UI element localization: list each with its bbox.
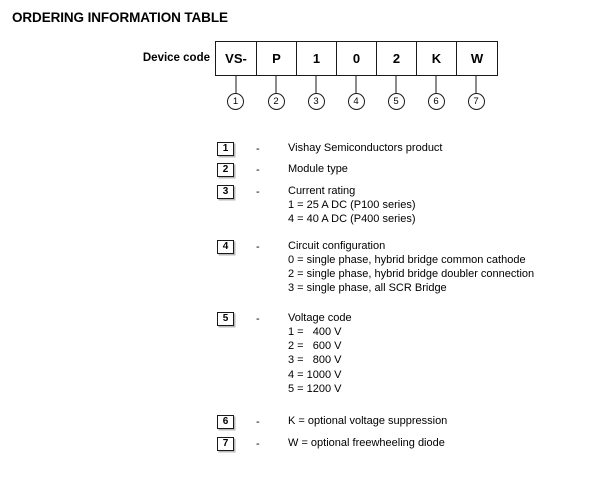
legend-sub-item: 4 = 40 A DC (P400 series) <box>288 213 416 226</box>
legend-sublist-5: 1 = 400 V 2 = 600 V 3 = 800 V 4 = 1000 V… <box>288 325 342 396</box>
legend-desc-1: Vishay Semiconductors product <box>288 142 443 154</box>
legend-num-box-5: 5 <box>217 312 234 326</box>
legend-sub-item: 3 = 800 V <box>288 354 342 367</box>
legend-sub-item: 2 = 600 V <box>288 340 342 353</box>
connector-line-7 <box>475 76 477 94</box>
legend-dash-2: - <box>256 164 260 176</box>
position-marker-2: 2 <box>267 93 285 110</box>
legend-dash-1: - <box>256 143 260 155</box>
legend-desc-4: Circuit configuration <box>288 240 386 252</box>
position-marker-5: 5 <box>387 93 405 110</box>
position-marker-group-4: 4 <box>336 76 376 122</box>
position-markers: 1 2 3 4 5 6 7 <box>215 76 498 122</box>
legend-num-box-2: 2 <box>217 163 234 177</box>
position-marker-3: 3 <box>307 93 325 110</box>
legend-dash-7: - <box>256 438 260 450</box>
device-code-cell-2: P <box>257 42 297 75</box>
legend-desc-2: Module type <box>288 163 348 175</box>
device-code-cell-3: 1 <box>297 42 337 75</box>
position-marker-6: 6 <box>427 93 445 110</box>
legend-sublist-4: 0 = single phase, hybrid bridge common c… <box>288 253 534 296</box>
position-marker-1: 1 <box>227 93 244 110</box>
position-marker-group-6: 6 <box>416 76 456 122</box>
connector-line-2 <box>275 76 277 94</box>
device-code-table: VS- P 1 0 2 K W <box>215 41 498 76</box>
legend-desc-7: W = optional freewheeling diode <box>288 437 445 449</box>
legend-sub-item: 3 = single phase, all SCR Bridge <box>288 282 447 295</box>
position-marker-7: 7 <box>467 93 485 110</box>
legend-num-box-3: 3 <box>217 185 234 199</box>
legend-num-box-1: 1 <box>217 142 234 156</box>
connector-line-3 <box>315 76 317 94</box>
position-marker-group-3: 3 <box>296 76 336 122</box>
legend-sub-item: 1 = 400 V <box>288 326 342 338</box>
position-marker-group-7: 7 <box>456 76 496 122</box>
legend-dash-6: - <box>256 416 260 428</box>
device-code-cell-6: K <box>417 42 457 75</box>
device-code-label: Device code <box>142 52 210 64</box>
legend-dash-3: - <box>256 186 260 198</box>
legend-num-box-6: 6 <box>217 415 234 429</box>
position-marker-group-2: 2 <box>256 76 296 122</box>
legend-sub-item: 5 = 1200 V <box>288 382 342 395</box>
legend-num-box-7: 7 <box>217 437 234 451</box>
position-marker-4: 4 <box>347 93 365 110</box>
page-title: ORDERING INFORMATION TABLE <box>12 10 228 25</box>
connector-line-4 <box>355 76 357 94</box>
device-code-cell-1: VS- <box>216 42 257 75</box>
connector-line-5 <box>395 76 397 94</box>
position-marker-group-1: 1 <box>215 76 256 122</box>
legend-sublist-3: 1 = 25 A DC (P100 series) 4 = 40 A DC (P… <box>288 198 415 226</box>
device-code-cell-5: 2 <box>377 42 417 75</box>
legend-desc-5: Voltage code <box>288 312 352 324</box>
legend-desc-6: K = optional voltage suppression <box>288 415 448 427</box>
legend-sub-item: 1 = 25 A DC (P100 series) <box>288 199 416 211</box>
legend-num-box-4: 4 <box>217 240 234 254</box>
position-marker-group-5: 5 <box>376 76 416 122</box>
connector-line-1 <box>235 76 236 94</box>
legend-sub-item: 0 = single phase, hybrid bridge common c… <box>288 254 526 266</box>
device-code-cell-4: 0 <box>337 42 377 75</box>
legend-dash-5: - <box>256 313 260 325</box>
legend-sub-item: 4 = 1000 V <box>288 368 342 381</box>
device-code-cell-7: W <box>470 51 484 66</box>
legend-dash-4: - <box>256 241 260 253</box>
legend-sub-item: 2 = single phase, hybrid bridge doubler … <box>288 268 535 281</box>
connector-line-6 <box>435 76 437 94</box>
legend-desc-3: Current rating <box>288 185 356 197</box>
